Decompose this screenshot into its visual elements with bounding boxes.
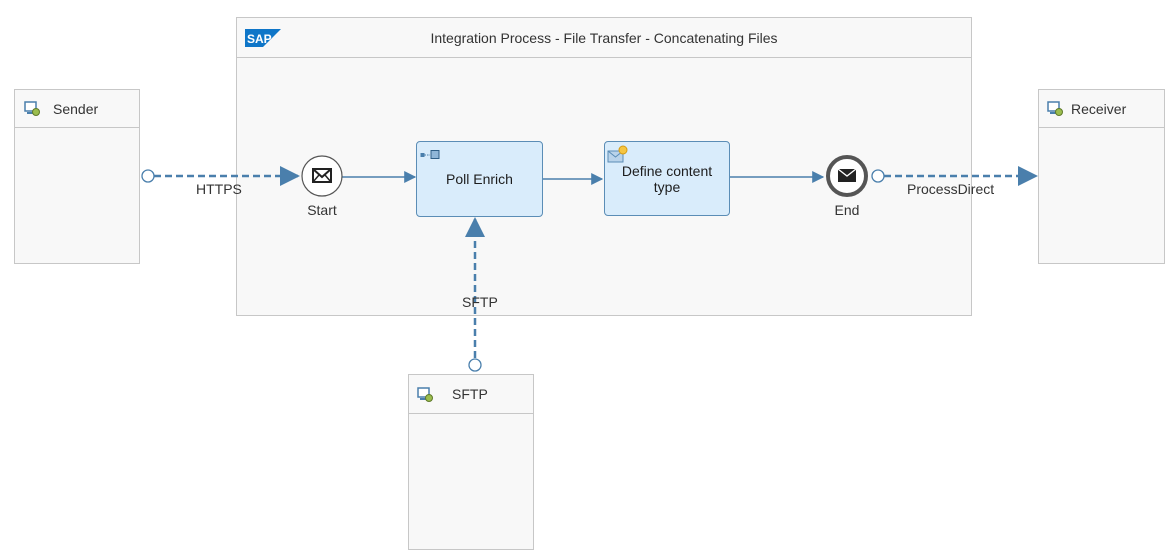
sftp-channel-label: SFTP (462, 294, 498, 310)
envelope-filled-icon (837, 168, 857, 182)
process-direct-channel-label: ProcessDirect (907, 181, 995, 197)
https-channel-label: HTTPS (196, 181, 242, 197)
sap-logo-text: SAP (247, 32, 272, 46)
poll-enrich-icon (420, 149, 440, 161)
end-event-label: End (834, 202, 860, 218)
envelope-icon (312, 168, 332, 183)
integration-process-title: Integration Process - File Transfer - Co… (430, 30, 778, 46)
sap-logo: SAP (245, 29, 281, 49)
start-event[interactable] (301, 155, 343, 197)
integration-process-header (236, 17, 972, 58)
poll-enrich-label: Poll Enrich (446, 171, 513, 187)
content-modifier-icon (607, 145, 629, 165)
sftp-header (408, 374, 534, 414)
start-event-label: Start (307, 202, 337, 218)
sftp-participant-label: SFTP (452, 386, 488, 402)
participant-icon (417, 386, 433, 402)
process-direct-flow-origin (871, 169, 885, 183)
https-flow-origin (141, 169, 155, 183)
receiver-label: Receiver (1071, 101, 1127, 117)
sftp-flow-origin (468, 358, 482, 372)
participant-icon (24, 100, 40, 116)
end-event[interactable] (826, 155, 868, 197)
sender-label: Sender (53, 101, 99, 117)
participant-icon (1047, 100, 1063, 116)
poll-enrich-task[interactable]: Poll Enrich (416, 141, 543, 217)
define-content-type-label: Define content type (621, 162, 713, 195)
